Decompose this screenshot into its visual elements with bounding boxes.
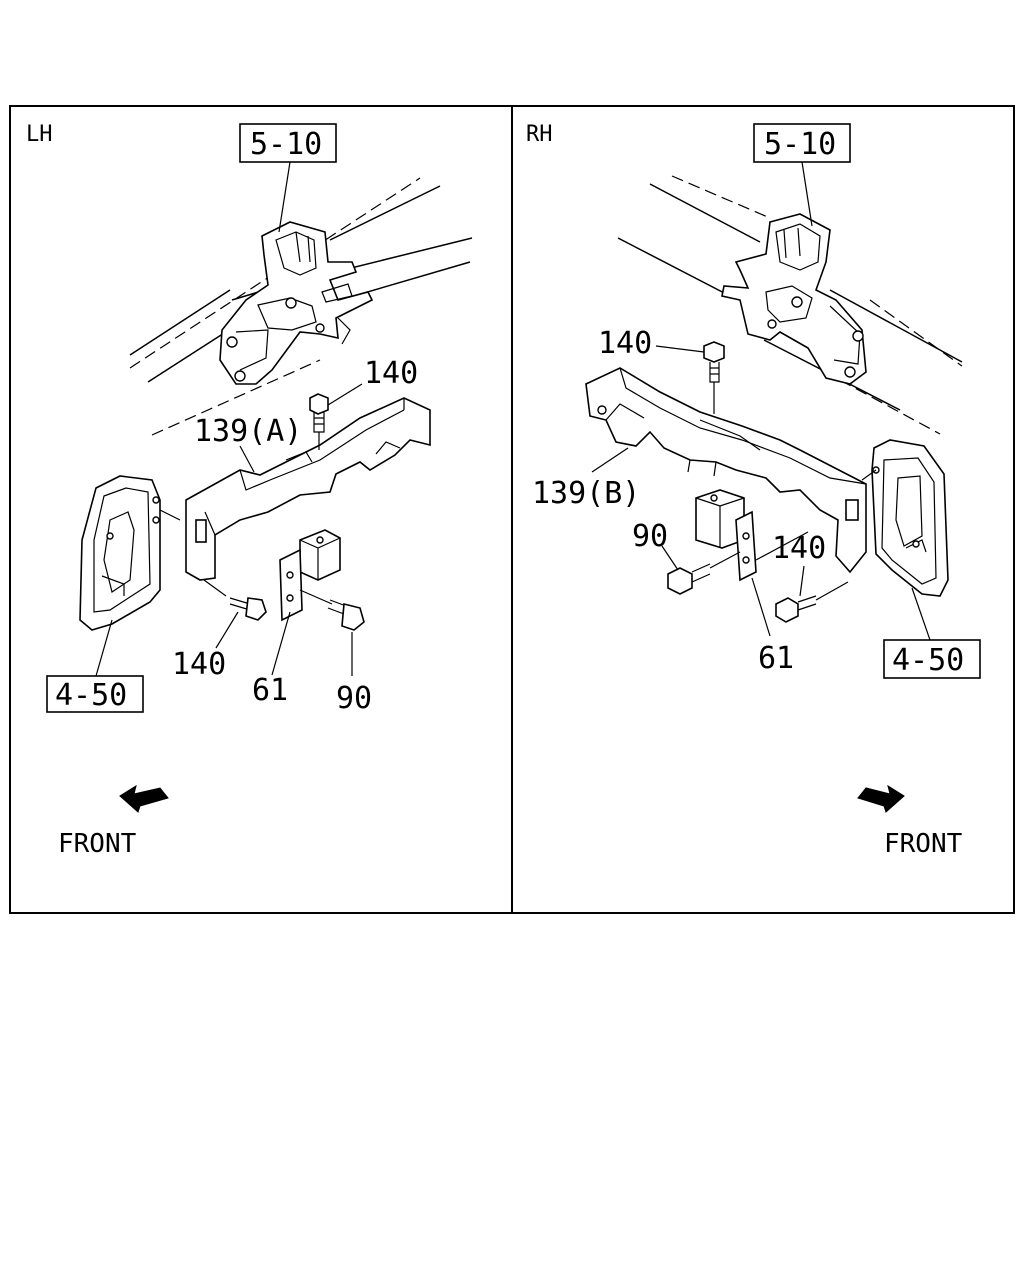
callout-90-rh: 90 xyxy=(632,519,668,554)
frame-rail-rh xyxy=(617,175,963,435)
panel-lh: LH xyxy=(26,122,473,859)
callout-140-top-rh: 140 xyxy=(598,326,652,361)
bolt-90-lh: 90 xyxy=(299,589,372,716)
ref-box-5-10-lh xyxy=(239,123,337,163)
mount-block-rh xyxy=(695,489,745,549)
bolt-140-top-lh: 140 xyxy=(309,356,418,450)
engine-mount-lh xyxy=(219,221,374,385)
ref-5-10-lh: 5-10 xyxy=(250,127,322,162)
bolt-140-bottom-lh: 140 xyxy=(172,579,267,682)
callout-61-lh: 61 xyxy=(252,673,288,708)
frame-rail-lh xyxy=(129,177,473,436)
front-label-lh: FRONT xyxy=(58,829,137,859)
plate-61-lh: 61 xyxy=(252,548,303,708)
callout-61-rh: 61 xyxy=(758,641,794,676)
bracket-139a xyxy=(185,397,431,581)
front-arrow-rh xyxy=(857,784,905,813)
front-arrow-lh xyxy=(119,784,169,813)
side-label-rh: RH xyxy=(526,122,553,147)
panel-rh: RH xyxy=(526,122,981,859)
cover-lh xyxy=(79,475,181,677)
cover-rh xyxy=(861,439,949,641)
ref-box-4-50-rh xyxy=(883,639,981,679)
bolt-90-rh: 90 xyxy=(632,519,741,595)
ref-5-10-rh: 5-10 xyxy=(764,127,836,162)
bracket-139b xyxy=(585,367,867,574)
callout-139b: 139(B) xyxy=(532,476,640,511)
bolt-140-top-rh: 140 xyxy=(598,326,725,414)
ref-box-5-10-rh xyxy=(753,123,851,163)
front-label-rh: FRONT xyxy=(884,829,963,859)
ref-4-50-rh: 4-50 xyxy=(892,643,964,678)
engine-mount-rh xyxy=(721,213,867,385)
ref-box-4-50-lh xyxy=(46,675,144,713)
callout-140-top-lh: 140 xyxy=(364,356,418,391)
ref-4-50-lh: 4-50 xyxy=(55,678,127,713)
plate-61-rh: 61 xyxy=(735,510,794,676)
mount-block-lh xyxy=(299,529,341,581)
callout-90-lh: 90 xyxy=(336,681,372,716)
bolt-140-bottom-rh: 140 xyxy=(755,531,849,623)
callout-140-bottom-lh: 140 xyxy=(172,647,226,682)
callout-139a: 139(A) xyxy=(194,414,302,449)
side-label-lh: LH xyxy=(26,122,53,147)
callout-140-bottom-rh: 140 xyxy=(772,531,826,566)
